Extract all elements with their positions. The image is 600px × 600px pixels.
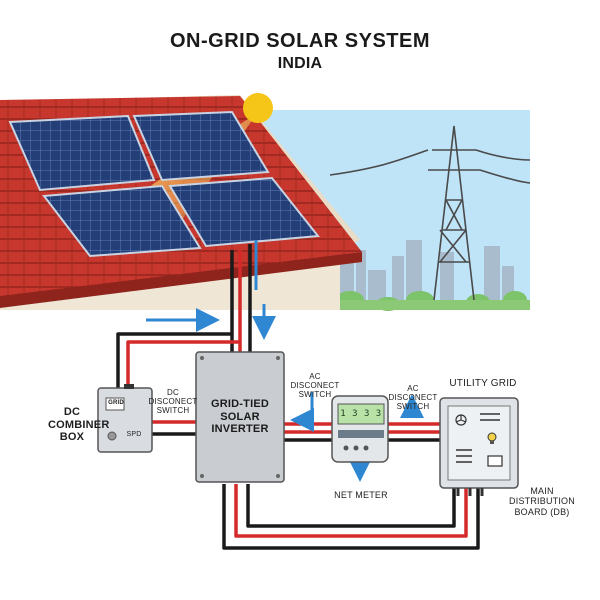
page-title: ON-GRID SOLAR SYSTEM [169, 30, 430, 52]
grid-tied-solar-inverter [195, 351, 285, 483]
tv-icon [487, 455, 503, 467]
solar-panel-3 [42, 184, 202, 258]
solar-panel-2 [132, 110, 270, 182]
wiring [116, 244, 480, 550]
dc-combiner-box [97, 384, 153, 453]
net-meter-display: 1 3 3 3 [340, 409, 382, 419]
flow-arrow-icon [146, 240, 424, 482]
main-distribution-board [439, 397, 519, 496]
net-meter-label: NET METER [334, 490, 388, 500]
net-meter-device [331, 395, 389, 463]
main-db-label: MAIN DISTRIBUTION BOARD (DB) [509, 486, 575, 517]
dc-disconnect-label: DC DISCONECT SWITCH [148, 388, 198, 416]
transmission-tower-icon [329, 125, 531, 301]
dc-combiner-box-label: DC COMBINER BOX [48, 406, 110, 444]
page-subtitle: INDIA [277, 55, 323, 72]
solar-panel-4 [168, 176, 320, 248]
combiner-tag: GRID [108, 400, 124, 406]
sun-icon [243, 93, 273, 123]
ac-disconnect-label-1: AC DISCONECT SWITCH [290, 372, 340, 400]
inverter-label: GRID-TIED SOLAR INVERTER [210, 398, 270, 436]
fan-icon [455, 414, 467, 426]
utility-grid-label: UTILITY GRID [449, 378, 517, 389]
solar-panel-array [8, 110, 320, 258]
ac-disconnect-label-2: AC DISCONECT SWITCH [388, 384, 438, 412]
bulb-icon [487, 432, 497, 444]
spd-label: SPD [126, 431, 142, 438]
solar-panel-1 [8, 114, 156, 192]
